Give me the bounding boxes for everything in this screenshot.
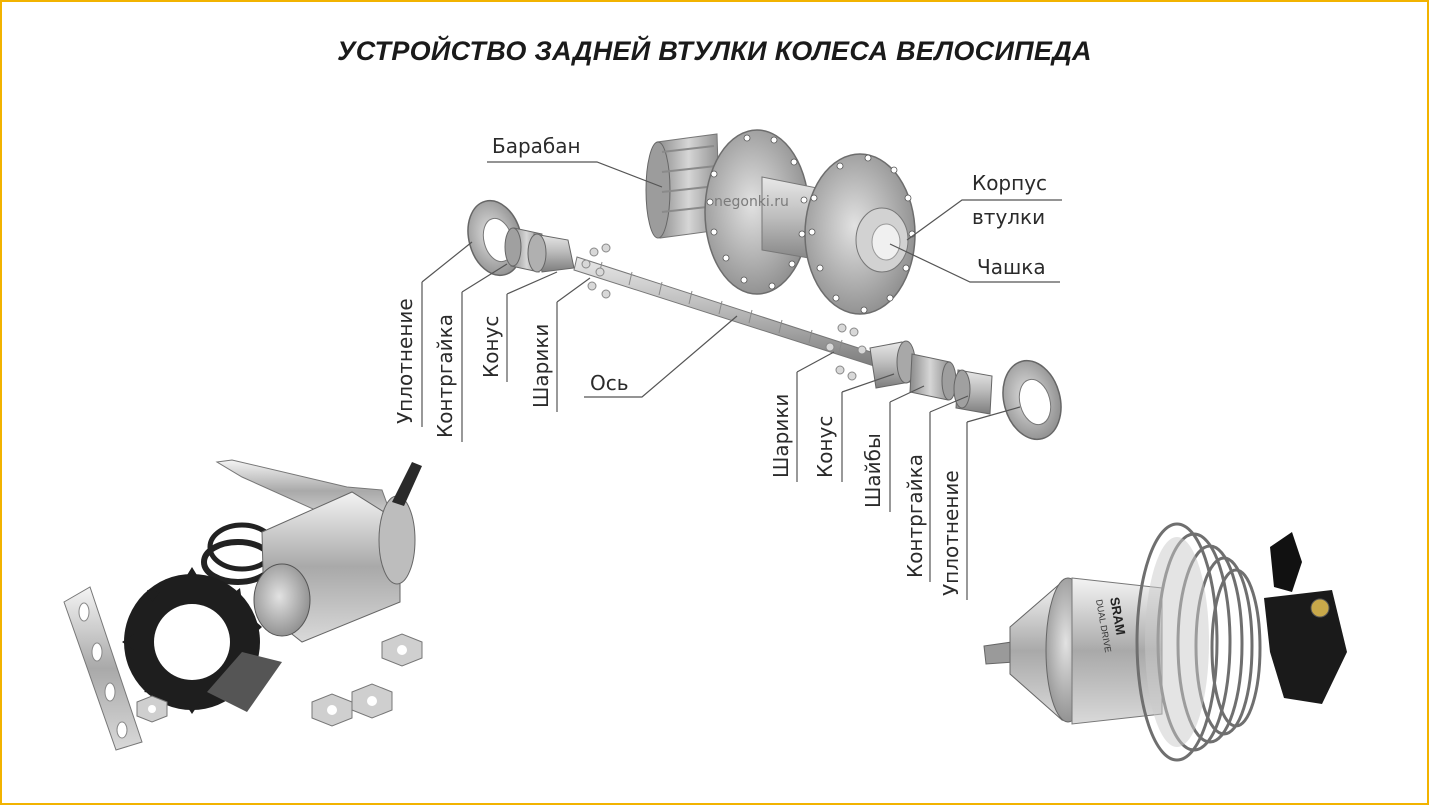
- left-hub-photo: [63, 459, 423, 751]
- watermark-text: negonki.ru: [714, 194, 789, 210]
- label-right-washers: Шайбы: [861, 433, 885, 508]
- label-left-cone: Конус: [479, 315, 503, 378]
- right-washers-part: [909, 353, 957, 401]
- right-balls-part: [825, 323, 867, 381]
- label-right-locknut: Контргайка: [903, 454, 927, 578]
- leader-lines: [421, 161, 1062, 600]
- label-cup: Чашка: [977, 255, 1046, 279]
- label-drum: Барабан: [492, 134, 581, 158]
- diagram-title: УСТРОЙСТВО ЗАДНЕЙ ВТУЛКИ КОЛЕСА ВЕЛОСИПЕ…: [337, 36, 1092, 66]
- right-hub-photo: [983, 522, 1347, 762]
- label-right-cone: Конус: [813, 415, 837, 478]
- label-left-seal: Уплотнение: [393, 298, 417, 424]
- label-left-balls: Шарики: [529, 323, 553, 408]
- label-hub-body-line1: Корпус: [972, 171, 1048, 195]
- hub-body-part: [704, 129, 916, 315]
- label-left-locknut: Контргайка: [433, 314, 457, 438]
- left-balls-part: [581, 243, 611, 299]
- label-hub-body-line2: втулки: [972, 205, 1046, 229]
- right-seal-part: [1002, 359, 1062, 441]
- right-locknut-part: [953, 369, 993, 415]
- label-axle: Ось: [590, 371, 629, 395]
- label-right-balls: Шарики: [769, 393, 793, 478]
- right-cone-part: [869, 340, 916, 389]
- right-photo-brand: SRAM: [1107, 596, 1128, 636]
- left-cone-part: [527, 233, 575, 273]
- label-right-seal: Уплотнение: [939, 470, 963, 596]
